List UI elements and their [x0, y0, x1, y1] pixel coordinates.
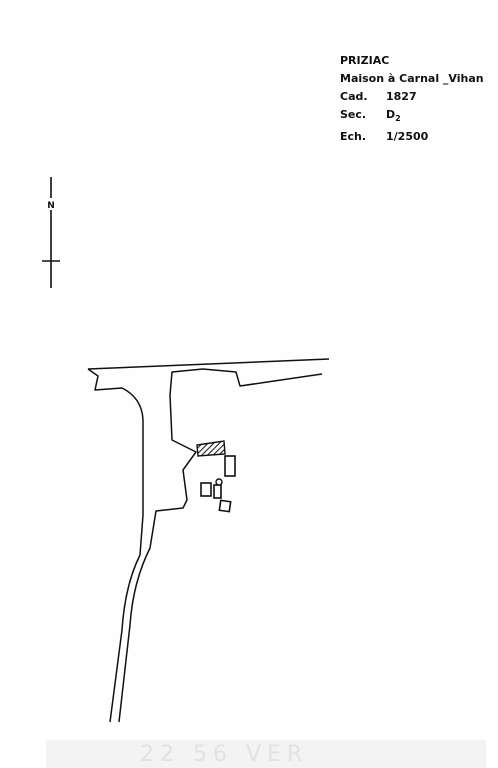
outbuilding-east [224, 455, 236, 477]
cartouche: PRIZIAC Maison à Carnal _Vihan Cad.1827 … [340, 52, 484, 146]
north-label-bg [46, 198, 56, 210]
site-title: Maison à Carnal _Vihan [340, 72, 484, 85]
cadastre-label: Cad. [340, 90, 368, 103]
cadastre-year: 1827 [386, 90, 417, 103]
commune-name: PRIZIAC [340, 54, 390, 67]
section-label: Sec. [340, 108, 367, 121]
well-marker [215, 478, 223, 486]
parcel-boundary [118, 368, 323, 723]
outbuilding-west [200, 482, 212, 497]
section-row: Sec. D2 [340, 106, 484, 128]
scale-label: Ech. [340, 130, 367, 143]
left-road-edge [87, 368, 144, 723]
top-road-edge [87, 358, 330, 370]
outbuilding-south [218, 499, 232, 513]
north-label: N [47, 201, 55, 211]
cadastre-row: Cad. 1827 [340, 88, 484, 106]
road-and-boundaries [87, 358, 330, 723]
section-subscript: 2 [395, 114, 401, 123]
buildings [196, 440, 236, 513]
north-arrow: N [42, 177, 60, 288]
footer-strip [46, 740, 486, 768]
house-hatched [196, 440, 226, 457]
footer-inventory-number: 22 56 VER [140, 742, 309, 767]
section-value: D [386, 108, 396, 121]
outbuilding-middle [213, 484, 222, 499]
scale-row: Ech. 1/2500 [340, 128, 484, 146]
scale-value: 1/2500 [386, 130, 429, 143]
